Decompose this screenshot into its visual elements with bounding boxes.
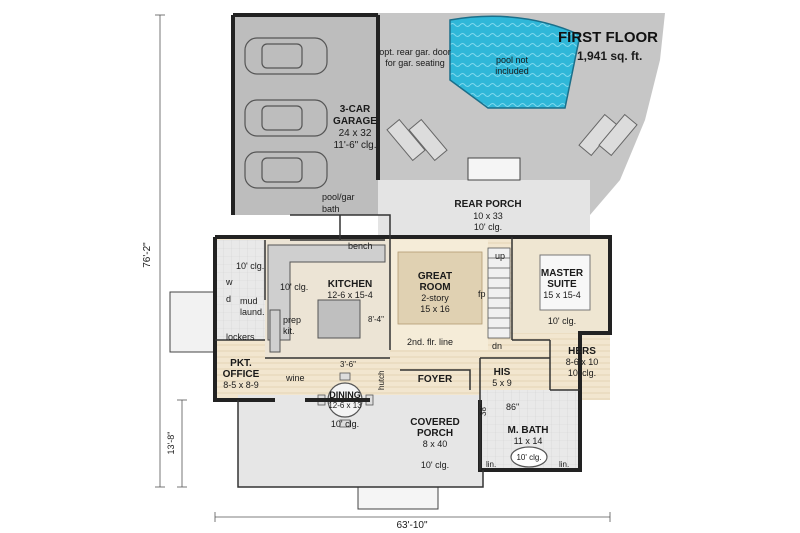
mud-name1: mud: [240, 296, 258, 306]
covered-porch-name1: COVERED: [410, 417, 459, 428]
shower-width: 38": [479, 404, 488, 416]
garage-floor: [233, 15, 378, 215]
washer-label: w: [225, 277, 233, 287]
dimension-lines: [155, 14, 611, 522]
opt-door-line1: opt. rear gar. door: [379, 47, 451, 57]
bench-label: bench: [348, 241, 373, 251]
office-name1: PKT.: [230, 358, 252, 369]
prep-line2: kit.: [283, 326, 295, 336]
rear-porch-name: REAR PORCH: [454, 199, 521, 210]
hers-ceiling: 10' clg.: [568, 368, 596, 378]
aisle-dimension: 3'-6": [340, 360, 356, 369]
rear-porch-ceiling: 10' clg.: [474, 222, 502, 232]
lockers-label: lockers: [226, 332, 255, 342]
pool-line2: included: [495, 66, 529, 76]
bathtub: [510, 446, 548, 468]
cars: [244, 37, 328, 189]
island-dimension: 8'-4": [368, 315, 384, 324]
wine-label: wine: [285, 373, 305, 383]
interior-walls: [215, 214, 580, 470]
linen-right: lin.: [559, 460, 569, 469]
porch-depth-dimension: 13'-8": [166, 432, 176, 455]
shower-depth: 86": [506, 402, 519, 412]
his-size: 5 x 9: [492, 378, 512, 388]
dining-ceiling: 10' clg.: [331, 419, 359, 429]
garage-name2: GARAGE: [333, 116, 377, 127]
second-floor-line: 2nd. flr. line: [407, 337, 453, 347]
garage-name: 3-CAR: [340, 104, 371, 115]
garage-walls: [231, 13, 380, 215]
his-name: HIS: [494, 367, 511, 378]
rear-porch-size: 10 x 33: [473, 211, 503, 221]
pool-deck: [375, 13, 665, 215]
prep-kitchen-counter: [269, 309, 281, 353]
office-size: 8-5 x 8-9: [223, 380, 259, 390]
master-ceiling: 10' clg.: [548, 316, 576, 326]
master-bath-name: M. BATH: [508, 425, 549, 436]
kitchen-name: KITCHEN: [328, 279, 372, 290]
fireplace-label: fp: [478, 289, 486, 299]
great-room-story: 2-story: [421, 293, 449, 303]
pool: [449, 15, 581, 109]
foyer-label: FOYER: [418, 374, 453, 385]
front-steps: [357, 486, 439, 510]
great-room-name2: ROOM: [419, 282, 450, 293]
rear-porch-floor: [378, 180, 590, 235]
hers-size: 8-6 x 10: [566, 357, 599, 367]
covered-porch-floor: [238, 395, 483, 487]
great-room-rug: [397, 251, 483, 325]
kitchen-size: 12-6 x 15-4: [327, 290, 373, 300]
pool-bath-line1: pool/gar: [322, 192, 355, 202]
master-bed: [539, 254, 591, 311]
hers-name: HERS: [568, 346, 596, 357]
rear-steps: [467, 157, 521, 181]
master-size: 15 x 15-4: [543, 290, 581, 300]
kitchen-ceiling: 10' clg.: [280, 282, 308, 292]
stairs-up-label: up: [495, 251, 505, 261]
garage-ceiling: 11'-6" clg.: [333, 140, 376, 151]
width-dimension: 63'-10": [396, 520, 427, 531]
pool-bath-line2: bath: [322, 204, 340, 214]
prep-line1: prep: [283, 315, 301, 325]
covered-porch-size: 8 x 40: [423, 439, 448, 449]
garage-size: 24 x 32: [339, 128, 372, 139]
mud-ceiling: 10' clg.: [236, 261, 264, 271]
master-bath-size: 11 x 14: [514, 436, 543, 446]
stairs: [487, 247, 511, 339]
pool-line1: pool not: [496, 55, 529, 65]
plan-area: 1,941 sq. ft.: [577, 49, 642, 63]
mud-floor: [215, 240, 265, 340]
linen-left: lin.: [486, 460, 496, 469]
plan-title: FIRST FLOOR: [558, 29, 658, 46]
covered-porch-ceiling: 10' clg.: [421, 460, 449, 470]
dryer-label: d: [226, 294, 231, 304]
dining-size: 12-6 x 13: [328, 401, 362, 410]
mud-name2: laund.: [240, 307, 265, 317]
side-stoop: [169, 291, 216, 353]
opt-door-line2: for gar. seating: [385, 58, 445, 68]
master-name1: MASTER: [541, 268, 584, 279]
porch-posts: [237, 400, 484, 488]
depth-dimension: 76'-2": [142, 242, 153, 268]
office-name2: OFFICE: [223, 369, 260, 380]
master-bath-ceiling: 10' clg.: [516, 453, 541, 462]
great-room-name1: GREAT: [418, 271, 452, 282]
dining-name: DINING: [329, 390, 361, 400]
stairs-down-label: dn: [492, 341, 502, 351]
great-room-size: 15 x 16: [420, 304, 450, 314]
hutch-label: hutch: [377, 370, 386, 390]
kitchen-island: [317, 299, 361, 339]
covered-porch-name2: PORCH: [417, 428, 453, 439]
exterior-walls: [213, 235, 612, 472]
master-name2: SUITE: [547, 279, 577, 290]
lounge-chairs: [386, 113, 638, 162]
